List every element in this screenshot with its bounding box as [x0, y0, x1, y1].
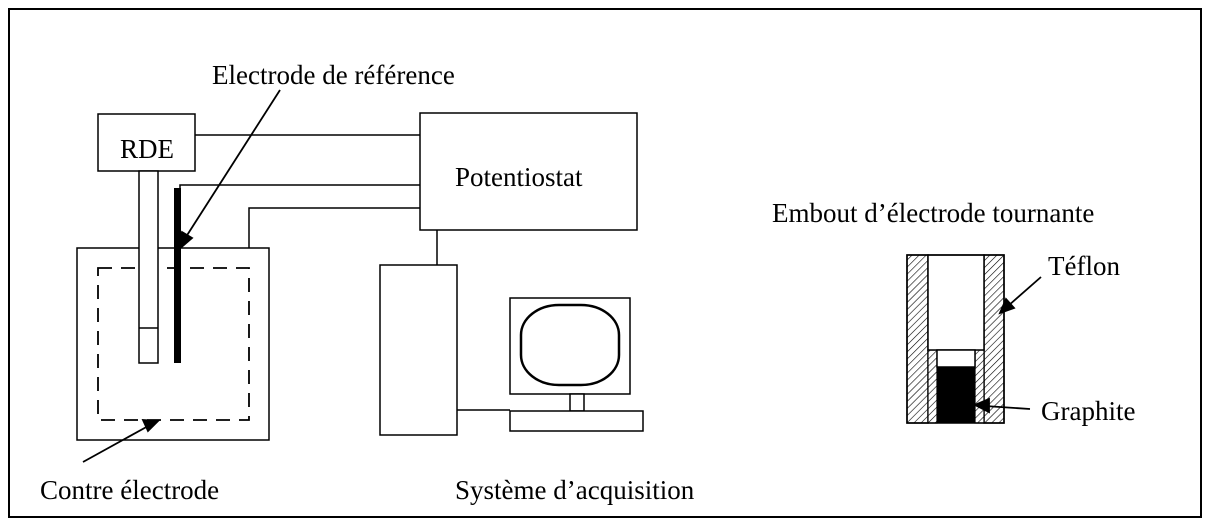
label-rde: RDE	[120, 134, 174, 164]
keyboard	[509, 410, 644, 432]
potentiostat-box	[419, 112, 638, 231]
label-tip-title: Embout d’électrode tournante	[772, 198, 1094, 228]
counter-electrode-dashed	[97, 267, 250, 421]
monitor-screen	[519, 303, 621, 387]
electrochemical-cell	[76, 247, 270, 441]
wire-reference-to-potentiostat	[179, 184, 420, 188]
teflon-sleeve-right	[983, 254, 1005, 424]
wire-counter-to-potentiostat	[248, 207, 420, 268]
monitor-neck	[569, 393, 585, 412]
teflon-sleeve-left	[906, 254, 929, 424]
rde-box	[97, 113, 196, 172]
connection-wires	[179, 134, 510, 411]
arrow-reference	[183, 89, 281, 241]
rotating-electrode-tip	[906, 254, 1005, 424]
label-counter-electrode: Contre électrode	[40, 475, 219, 505]
rde-shaft	[138, 170, 159, 364]
graphite-spacer	[936, 349, 976, 368]
tip-bore	[927, 254, 985, 351]
arrow-teflon-head	[998, 297, 1016, 315]
teflon-bottom-right	[974, 349, 985, 424]
tip-outline	[906, 254, 1005, 424]
arrow-reference-head	[176, 230, 194, 253]
label-teflon: Téflon	[1048, 251, 1120, 281]
outer-frame	[8, 8, 1202, 518]
graphite-core	[937, 367, 975, 423]
arrow-teflon	[1007, 276, 1042, 307]
label-reference-electrode: Electrode de référence	[212, 60, 455, 90]
cell-container	[76, 247, 270, 441]
monitor	[509, 297, 644, 432]
teflon-bottom-left	[927, 349, 938, 424]
label-potentiostat: Potentiostat	[455, 162, 583, 192]
arrow-counter-head	[141, 419, 161, 433]
label-graphite: Graphite	[1041, 396, 1135, 426]
arrow-graphite	[984, 405, 1031, 410]
rde-assembly	[97, 113, 196, 364]
pointer-arrows	[82, 89, 1042, 463]
arrow-counter	[82, 424, 151, 463]
reference-electrode-rod	[174, 188, 181, 363]
label-acquisition-system: Système d’acquisition	[455, 475, 695, 505]
arrow-graphite-head	[972, 397, 990, 414]
computer-tower	[379, 264, 458, 436]
